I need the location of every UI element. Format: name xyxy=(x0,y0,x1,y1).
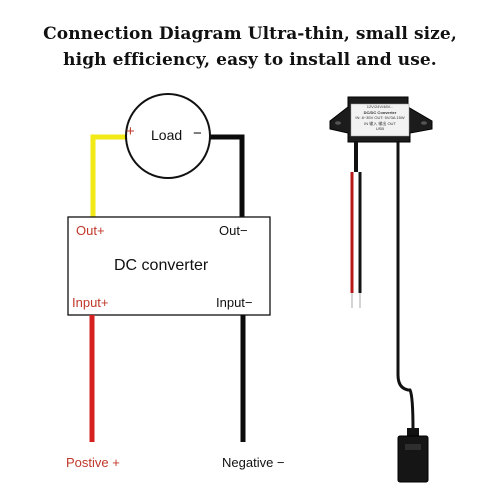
product-label-line-3: IN: 8~35V OUT: 5V/3A 15W xyxy=(355,115,405,120)
usb-connector xyxy=(397,435,429,483)
dc-converter-label: DC converter xyxy=(114,257,209,274)
product-label-line-1: 12V/24V/48V... xyxy=(366,104,394,109)
load-positive-wire xyxy=(90,134,128,217)
load-plus-sign: + xyxy=(126,123,135,140)
out-plus-label: Out+ xyxy=(76,223,105,238)
out-minus-label: Out− xyxy=(219,223,248,238)
positive-label: Postive + xyxy=(66,455,120,470)
negative-label: Negative − xyxy=(222,455,285,470)
product-label-line-4: IN 输入 输出 OUT xyxy=(364,120,396,126)
input-plus-label: Input+ xyxy=(72,295,109,310)
product-label-line-5: USB xyxy=(375,126,385,131)
title-line-1: Connection Diagram Ultra-thin, small siz… xyxy=(43,24,457,44)
product-label-line-2: DC/DC Converter xyxy=(363,109,397,115)
load-minus-sign: − xyxy=(193,125,202,142)
load-circle xyxy=(125,93,211,179)
load-negative-wire xyxy=(208,134,245,217)
title-line-2: high efficiency, easy to install and use… xyxy=(63,50,437,70)
load-label: Load xyxy=(151,127,183,143)
product-label-text: 12V/24V/48V... DC/DC Converter IN: 8~35V… xyxy=(352,104,408,132)
dc-converter-box xyxy=(67,216,271,316)
input-minus-label: Input− xyxy=(216,295,253,310)
converter-product-image xyxy=(329,96,433,483)
usb-cable xyxy=(396,142,415,431)
